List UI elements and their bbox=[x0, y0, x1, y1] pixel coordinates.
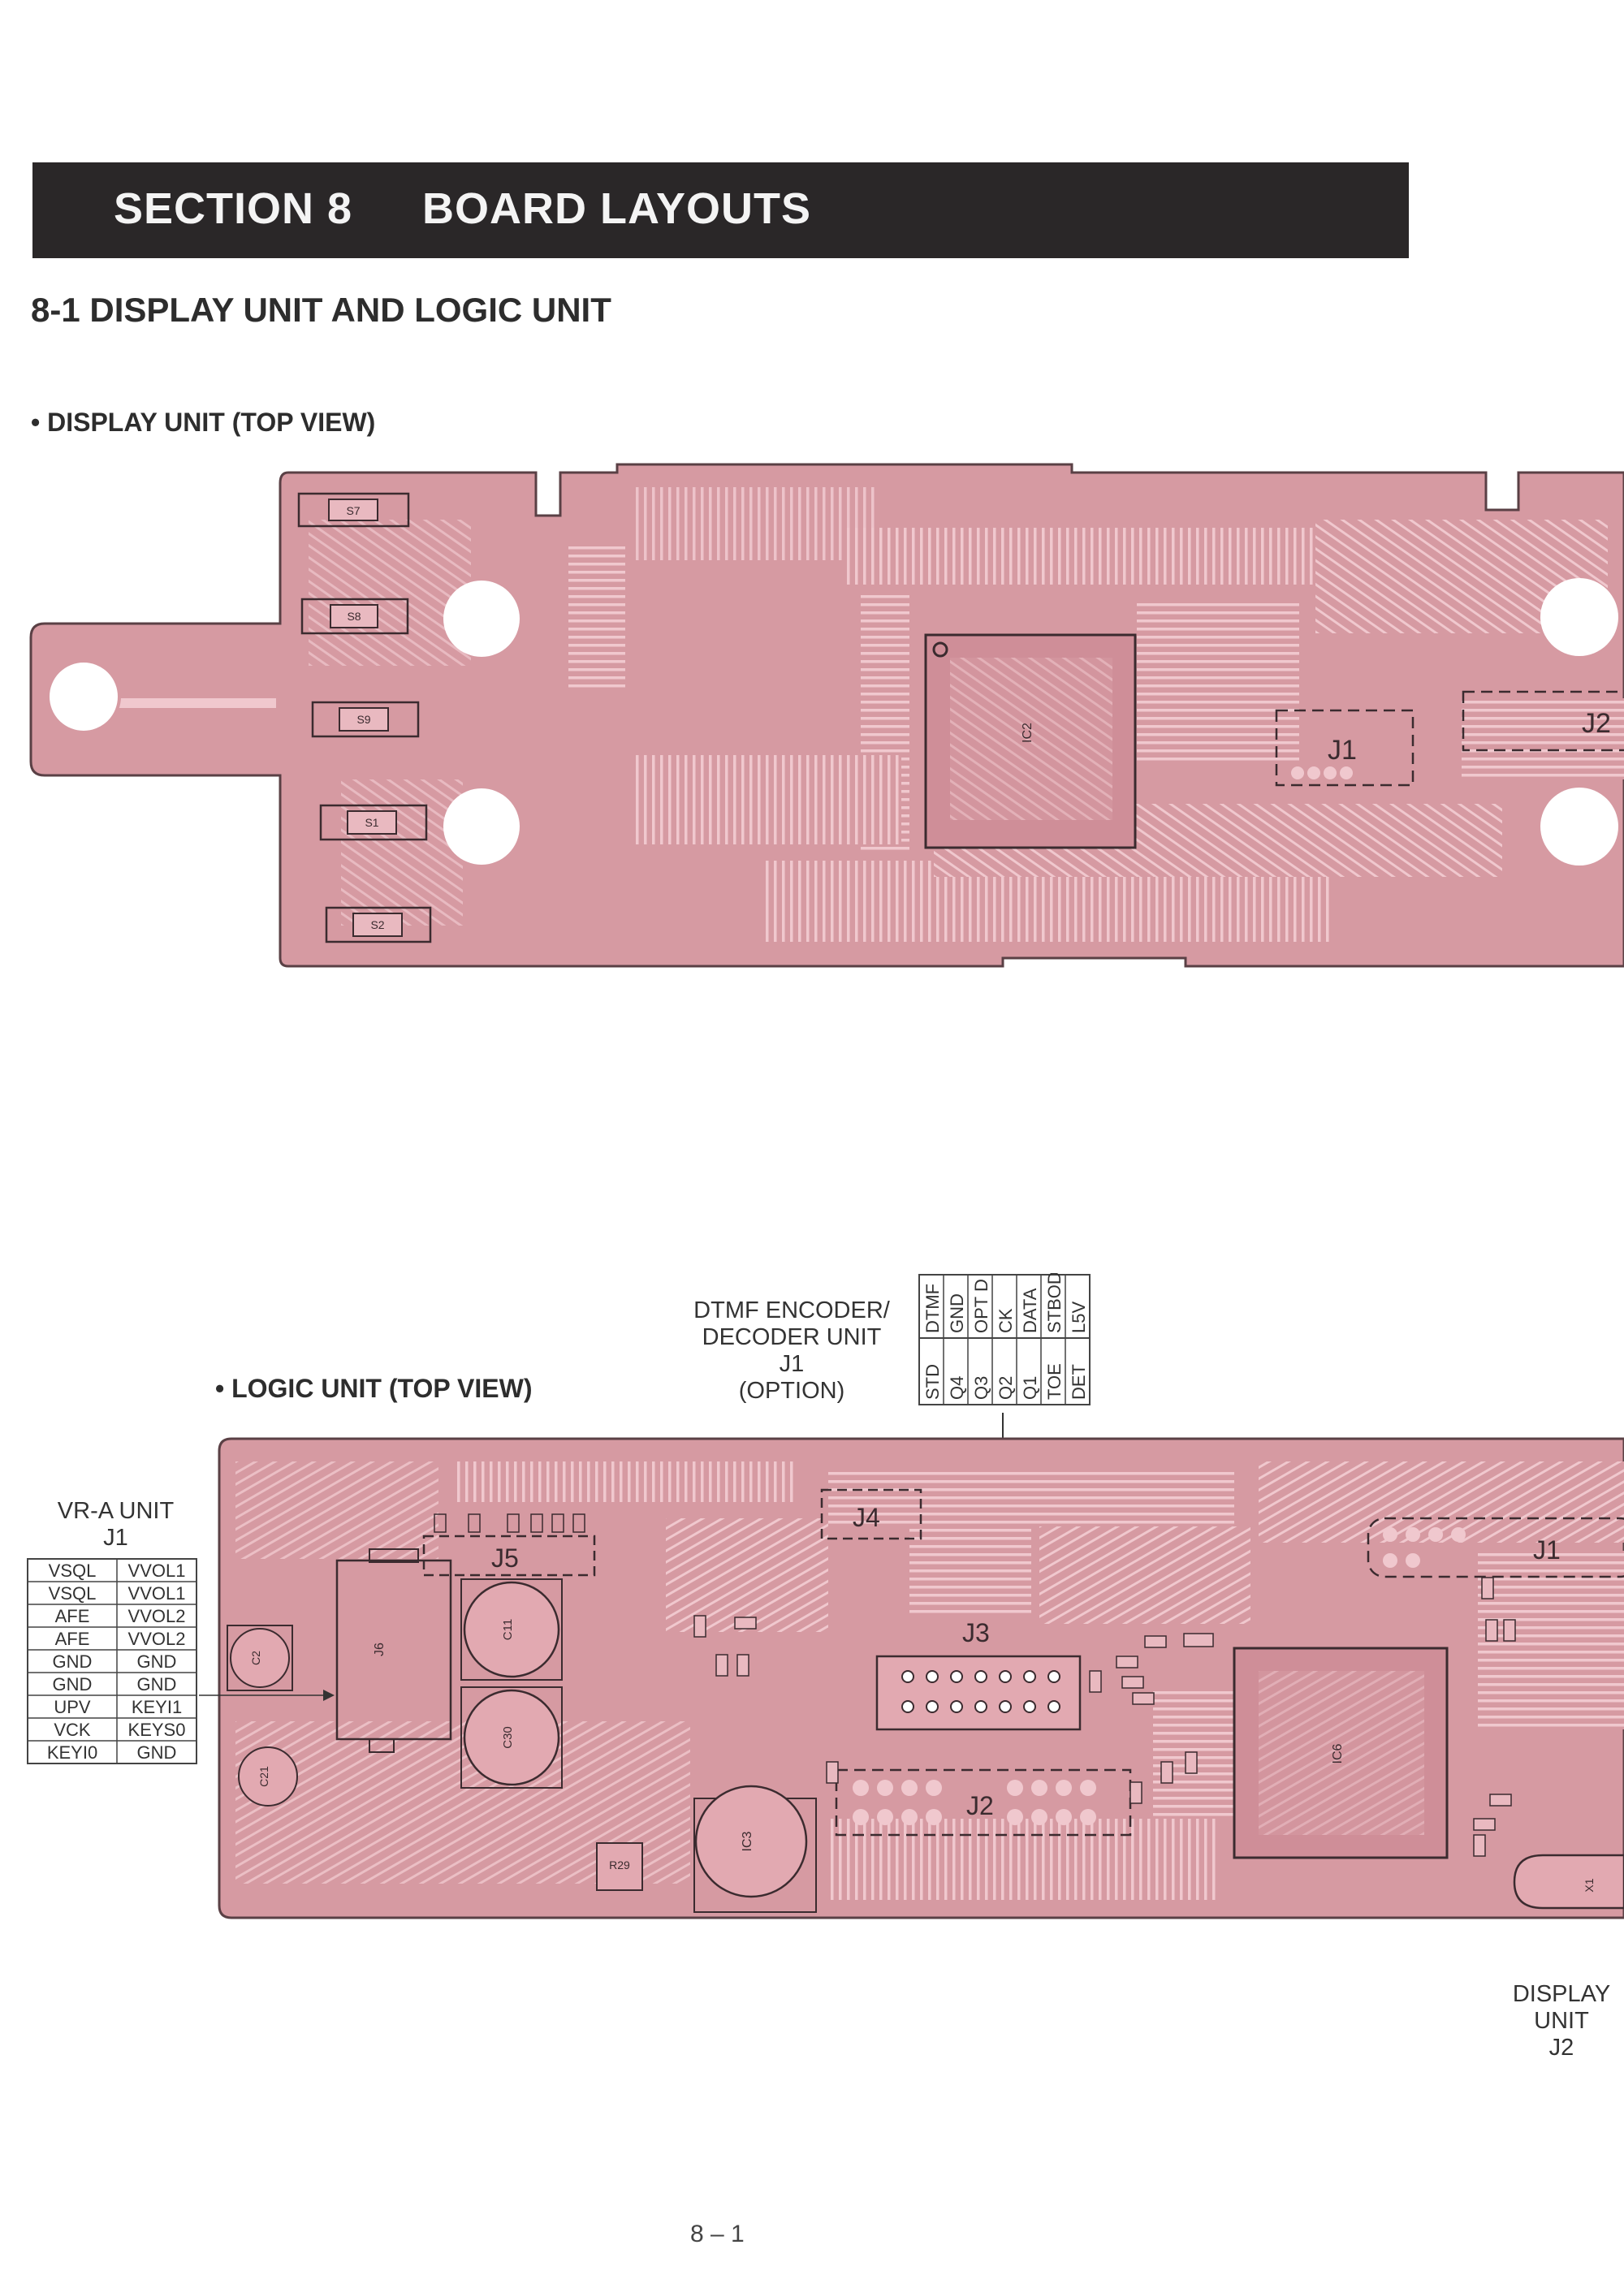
svg-text:IC2: IC2 bbox=[1021, 723, 1034, 743]
vra-pin-left: VCK bbox=[54, 1720, 91, 1740]
logic-connector-j2: J2 bbox=[835, 1768, 1132, 1837]
svg-text:J2: J2 bbox=[966, 1791, 994, 1820]
vra-pin-left: GND bbox=[53, 1651, 93, 1672]
display-j2-note-line: UNIT bbox=[1534, 2008, 1589, 2034]
vra-pin-right: VVOL2 bbox=[128, 1606, 186, 1626]
svg-text:IC6: IC6 bbox=[1331, 1743, 1345, 1763]
vra-pin-left: GND bbox=[53, 1674, 93, 1694]
dtmf-label-line: DTMF ENCODER/ bbox=[693, 1297, 890, 1323]
vra-pin-right: KEYS0 bbox=[128, 1720, 186, 1740]
switch-s1: S1 bbox=[319, 804, 428, 841]
switch-s8: S8 bbox=[300, 598, 409, 635]
dtmf-pin-top: DTMF bbox=[922, 1284, 943, 1333]
logic-connector-j4: J4 bbox=[820, 1488, 922, 1540]
display-j2-note: DISPLAY UNIT J2 bbox=[1484, 1981, 1624, 2061]
section-title: BOARD LAYOUTS bbox=[422, 184, 812, 233]
switch-s7: S7 bbox=[297, 492, 410, 528]
dtmf-pin-bottom: Q1 bbox=[1020, 1376, 1040, 1400]
svg-text:S8: S8 bbox=[347, 610, 361, 623]
display-connector-j1: J1 bbox=[1275, 709, 1415, 787]
dtmf-pin-bottom: STD bbox=[922, 1364, 943, 1400]
vra-pin-table: VSQL VVOL1 VSQL VVOL1 AFE VVOL2 AFE VVOL2 GN… bbox=[27, 1558, 197, 1764]
dtmf-unit-label: DTMF ENCODER/ DECODER UNIT J1 (OPTION) bbox=[678, 1297, 905, 1405]
logic-connector-j6: J6 bbox=[199, 1548, 452, 1753]
dtmf-pin-bottom: TOE bbox=[1044, 1363, 1065, 1400]
dtmf-pin-top: DATA bbox=[1020, 1288, 1040, 1333]
ic2-chip: IC2 bbox=[924, 633, 1137, 849]
logic-connector-j3: J3 bbox=[875, 1618, 1082, 1731]
dtmf-pin-top: L5V bbox=[1069, 1302, 1089, 1333]
switch-s2: S2 bbox=[325, 906, 432, 943]
capacitor-c2: C2 bbox=[227, 1625, 293, 1691]
vra-pin-left: KEYI0 bbox=[47, 1742, 97, 1763]
logic-unit-board: J4 J5 J6 C2 C21 C11 C30 bbox=[199, 1413, 1624, 1919]
svg-text:C11: C11 bbox=[501, 1619, 515, 1640]
dtmf-pin-top: STBOD bbox=[1044, 1273, 1065, 1333]
vra-pin-right: KEYI1 bbox=[132, 1697, 182, 1717]
subsection-heading: 8-1 DISPLAY UNIT AND LOGIC UNIT bbox=[31, 291, 611, 329]
vra-sub: J1 bbox=[103, 1525, 128, 1551]
vra-pin-right: VVOL1 bbox=[128, 1583, 186, 1604]
display-unit-board: S7 S8 S9 S1 S2 IC2 J1 J2 bbox=[29, 463, 1624, 968]
display-j2-note-line: J2 bbox=[1548, 2035, 1574, 2061]
section-header: SECTION 8 BOARD LAYOUTS bbox=[32, 162, 1409, 258]
vra-pin-left: VSQL bbox=[49, 1583, 97, 1604]
vra-pin-right: VVOL2 bbox=[128, 1629, 186, 1649]
dtmf-label-line: DECODER UNIT bbox=[702, 1324, 882, 1350]
svg-text:C30: C30 bbox=[501, 1726, 515, 1749]
vra-pin-right: GND bbox=[137, 1674, 177, 1694]
svg-text:IC3: IC3 bbox=[741, 1831, 754, 1851]
logic-connector-j1: J1 bbox=[1367, 1517, 1624, 1578]
vra-pin-left: VSQL bbox=[49, 1561, 97, 1581]
capacitor-c21: C21 bbox=[238, 1746, 298, 1807]
svg-text:C21: C21 bbox=[257, 1766, 270, 1787]
dtmf-label-line: J1 bbox=[779, 1351, 805, 1377]
svg-text:J1: J1 bbox=[1328, 735, 1357, 766]
resistor-r29: R29 bbox=[596, 1842, 643, 1891]
svg-text:S1: S1 bbox=[365, 816, 378, 829]
svg-text:J4: J4 bbox=[853, 1503, 880, 1532]
vra-pin-right: GND bbox=[137, 1651, 177, 1672]
display-unit-label: • DISPLAY UNIT (TOP VIEW) bbox=[31, 408, 376, 437]
section-number: SECTION 8 bbox=[114, 184, 353, 233]
vra-pin-right: VVOL1 bbox=[128, 1561, 186, 1581]
dtmf-label-line: (OPTION) bbox=[738, 1378, 845, 1404]
display-j2-note-line: DISPLAY bbox=[1512, 1981, 1611, 2007]
dtmf-pin-top: GND bbox=[947, 1293, 967, 1333]
vra-pin-left: AFE bbox=[55, 1606, 90, 1626]
dtmf-pin-bottom: Q3 bbox=[971, 1376, 991, 1400]
svg-text:S7: S7 bbox=[346, 504, 360, 517]
svg-text:J6: J6 bbox=[373, 1643, 387, 1656]
svg-text:X1: X1 bbox=[1583, 1878, 1596, 1892]
logic-unit-label: • LOGIC UNIT (TOP VIEW) bbox=[215, 1374, 533, 1403]
capacitor-c11: C11 bbox=[460, 1578, 563, 1681]
svg-text:S9: S9 bbox=[356, 713, 370, 726]
dtmf-pin-top: OPT D bbox=[971, 1279, 991, 1333]
dtmf-pin-top: CK bbox=[996, 1308, 1016, 1333]
ic6-chip: IC6 bbox=[1233, 1647, 1449, 1859]
vra-pin-right: GND bbox=[137, 1742, 177, 1763]
svg-text:S2: S2 bbox=[370, 918, 384, 931]
switch-s9: S9 bbox=[311, 701, 420, 738]
logic-connector-j5: J5 bbox=[422, 1513, 596, 1577]
svg-text:J5: J5 bbox=[491, 1543, 519, 1573]
dtmf-pin-bottom: Q4 bbox=[947, 1376, 967, 1400]
svg-text:J3: J3 bbox=[962, 1618, 990, 1647]
capacitor-c30: C30 bbox=[460, 1686, 563, 1789]
page-number: 8 – 1 bbox=[690, 2221, 745, 2247]
svg-text:J1: J1 bbox=[1533, 1535, 1561, 1565]
vra-title: VR-A UNIT bbox=[57, 1498, 175, 1524]
vra-pin-left: UPV bbox=[54, 1697, 91, 1717]
dtmf-pin-bottom: DET bbox=[1069, 1364, 1089, 1400]
ic3-component: IC3 bbox=[693, 1785, 817, 1913]
svg-text:R29: R29 bbox=[609, 1858, 630, 1871]
dtmf-pin-bottom: Q2 bbox=[996, 1376, 1016, 1400]
vra-unit-label: VR-A UNIT J1 bbox=[32, 1498, 199, 1552]
crystal-x1: X1 bbox=[1513, 1854, 1624, 1910]
svg-text:C2: C2 bbox=[249, 1651, 262, 1665]
vra-pin-left: AFE bbox=[55, 1629, 90, 1649]
display-connector-j2: J2 bbox=[1462, 690, 1624, 752]
svg-text:J2: J2 bbox=[1582, 708, 1611, 739]
dtmf-pin-table: DTMF GND OPT D CK DATA STBOD L5V STD Q4 … bbox=[918, 1273, 1091, 1405]
